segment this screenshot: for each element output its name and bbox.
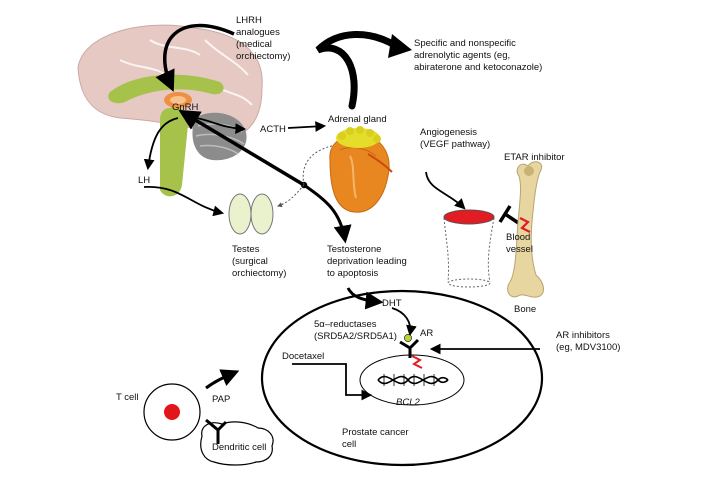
dna-helix <box>377 374 449 386</box>
t-cell-nucleus <box>164 404 180 420</box>
lhrh-label: LHRH analogues (medical orchiectomy) <box>236 15 290 62</box>
etar-inhibitor-symbol <box>498 205 521 226</box>
adrenolytic-arrow <box>315 31 400 110</box>
gnrh-to-lh-arrow <box>143 117 179 171</box>
lh-label: LH <box>138 175 150 186</box>
pap-presentation-symbol <box>205 418 228 444</box>
reductases-label: 5α–reductases (SRD5A2/SRD5A1) <box>314 319 397 342</box>
lhrh-arrow <box>155 23 235 92</box>
dendritic-cell-label: Dendritic cell <box>212 442 266 453</box>
testis-right <box>250 193 274 235</box>
ar-receptor <box>399 334 423 369</box>
testosterone-label: Testosterone deprivation leading to apop… <box>327 244 409 279</box>
dashed-adrenal-link <box>302 144 337 186</box>
ar-label: AR <box>420 328 433 339</box>
testosterone-to-dht-arrow <box>346 287 384 310</box>
angiogenesis-arrow <box>425 171 466 210</box>
brain-illustration <box>77 24 263 197</box>
lh-to-testes-arrow <box>143 186 225 217</box>
nucleus <box>359 354 465 406</box>
acth-label: ACTH <box>260 124 286 135</box>
t-cell-label: T cell <box>116 392 139 403</box>
adrenolytic-label: Specific and nonspecific adrenolytic age… <box>414 38 542 73</box>
pap-label: PAP <box>212 394 230 405</box>
angiogenesis-label: Angiogenesis (VEGF pathway) <box>420 127 490 150</box>
blood-vessel-label: Blood vessel <box>506 232 533 255</box>
docetaxel-label: Docetaxel <box>282 351 324 362</box>
prostate-cancer-cell <box>260 289 544 467</box>
junction-to-testosterone-arrow <box>303 183 352 244</box>
bone-lesion <box>519 217 531 233</box>
dht-label: DHT <box>382 298 402 309</box>
testes-label: Testes (surgical orchiectomy) <box>232 244 286 279</box>
brainstem <box>160 106 189 197</box>
bone-label: Bone <box>514 304 536 315</box>
testis-left <box>228 193 252 235</box>
bone-illustration <box>507 161 544 298</box>
prostate-cell-label: Prostate cancer cell <box>342 427 411 450</box>
blood-vessel-illustration <box>443 209 495 288</box>
vessel-opening <box>443 209 495 225</box>
bcl2-label: BCL2 <box>396 397 420 408</box>
dht-to-ar-arrow <box>391 307 417 337</box>
etar-label: ETAR inhibitor <box>504 152 565 163</box>
dashed-testes-link <box>277 184 305 208</box>
ar-inhibitors-label: AR inhibitors (eg, MDV3100) <box>556 330 620 353</box>
acth-to-adrenal-arrow <box>287 121 327 132</box>
feedback-arrow <box>178 109 305 187</box>
gnrh-label: GnRH <box>172 102 199 113</box>
adrenal-gland-label: Adrenal gland <box>328 114 387 125</box>
ar-ligand <box>404 334 412 342</box>
docetaxel-arrow <box>292 363 373 401</box>
pap-arrow <box>205 369 240 390</box>
adrenal-kidney-illustration <box>329 126 393 213</box>
